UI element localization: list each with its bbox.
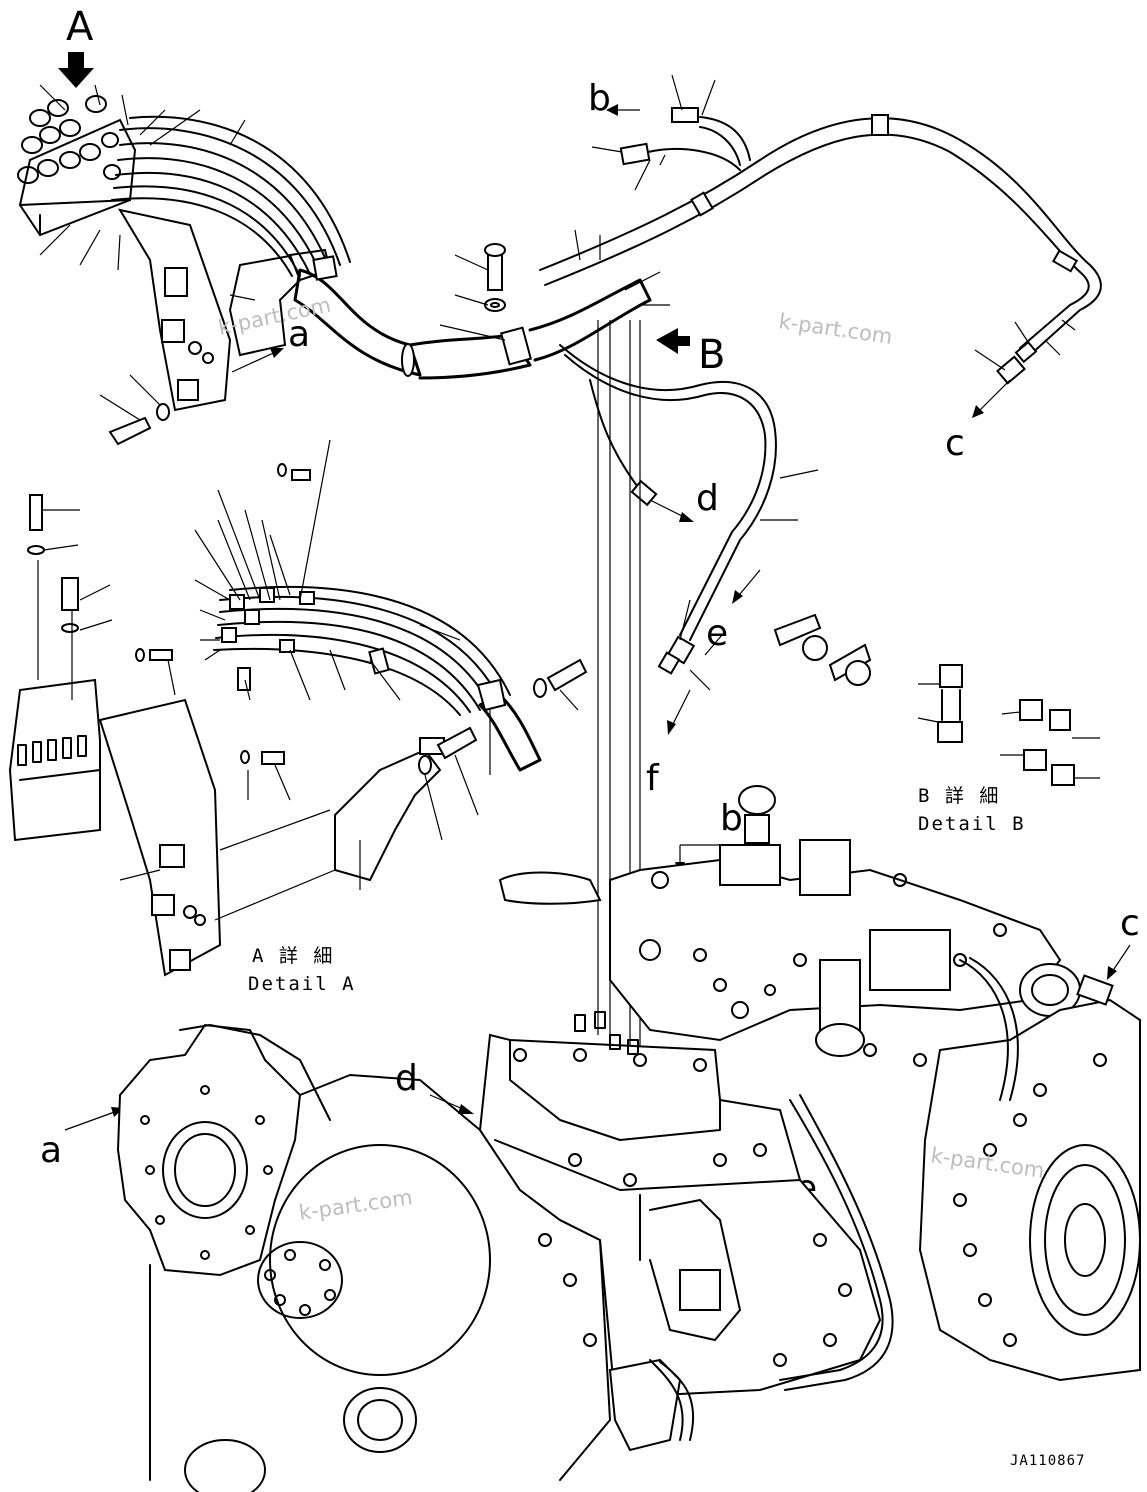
detail-b-jp-label: B 詳 細	[918, 785, 1000, 807]
view-label-a: A	[66, 4, 94, 50]
callout-b-top: b	[588, 78, 611, 119]
callout-a-engine: a	[40, 1130, 62, 1171]
leader-lines	[39, 74, 1076, 890]
view-arrow-b-icon	[656, 328, 690, 354]
watermark-2: k-part.com	[777, 309, 894, 349]
detail-b-en-label: Detail B	[918, 813, 1026, 835]
view-arrow-a-icon	[58, 52, 94, 88]
upper-hose-bundle	[111, 115, 652, 380]
upper-manifold-assembly	[17, 95, 332, 446]
callout-c-engine: c	[1120, 903, 1140, 944]
detail-b-fittings	[773, 613, 1100, 786]
detail-a-en-label: Detail A	[248, 973, 356, 995]
callout-c-top: c	[945, 423, 965, 464]
lower-hose-run-d-e	[559, 320, 777, 1050]
callout-d-top: d	[696, 478, 719, 519]
callout-f-top: f	[646, 758, 660, 799]
transmission-assembly	[116, 785, 1141, 1492]
view-label-b: B	[698, 332, 725, 378]
callout-a-top: a	[288, 314, 310, 355]
callout-e-top: e	[706, 613, 728, 654]
drawing-code: JA110867	[1010, 1453, 1085, 1469]
right-hose-run	[539, 107, 1102, 385]
detail-a-assembly	[8, 463, 588, 977]
callout-b-engine: b	[720, 798, 743, 839]
detail-a-jp-label: A 詳 細	[252, 945, 334, 967]
